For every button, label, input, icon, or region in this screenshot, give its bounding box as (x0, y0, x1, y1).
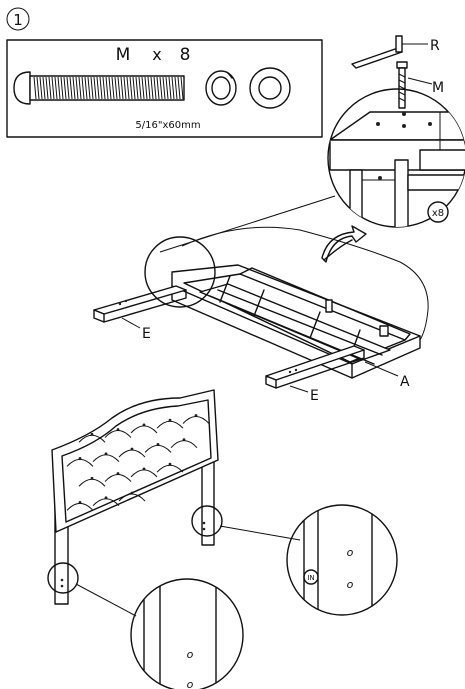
step-number-badge: 1 (6, 7, 30, 31)
svg-text:o: o (187, 678, 194, 689)
in-mark: IN (307, 574, 314, 582)
callout-e-left: E (142, 326, 151, 342)
hardware-times: x (152, 45, 161, 64)
detail-marker-left-leg (47, 562, 79, 594)
svg-text:o: o (347, 578, 354, 591)
bolt-icon (13, 71, 185, 105)
detail-circle-top: x8 (327, 88, 465, 228)
detail-circle-bottom: o o (130, 578, 244, 689)
detail-circle-right: o o IN (286, 504, 398, 616)
allen-wrench-icon: R (351, 35, 440, 69)
lock-washer-icon (205, 70, 237, 106)
rotation-arrow-icon (181, 225, 429, 341)
hardware-size: 5/16"x60mm (135, 120, 200, 131)
callout-e-right: E (310, 388, 319, 404)
leader-line-top (159, 195, 336, 253)
bolt-m-icon: M (396, 61, 444, 109)
hardware-quantity: 8 (180, 45, 191, 65)
svg-text:o: o (187, 648, 194, 661)
leg-e-left: E (93, 285, 187, 342)
leader-line-right (219, 525, 301, 541)
svg-text:o: o (347, 546, 354, 559)
quantity-badge: x8 (432, 208, 444, 219)
hardware-letter: M (116, 45, 131, 65)
flat-washer-icon (249, 67, 291, 109)
callout-m: M (432, 80, 444, 96)
hardware-box: M x 8 5/16"x60mm (6, 39, 323, 138)
bed-frame (171, 264, 421, 379)
leader-line-left (75, 583, 137, 617)
callout-r: R (430, 38, 440, 54)
leg-e-right: E A (265, 345, 410, 404)
detail-marker-right-leg (191, 505, 223, 537)
step-number: 1 (13, 11, 23, 29)
callout-a: A (400, 374, 410, 390)
headboard (51, 389, 219, 605)
detail-marker-frame (144, 236, 216, 308)
